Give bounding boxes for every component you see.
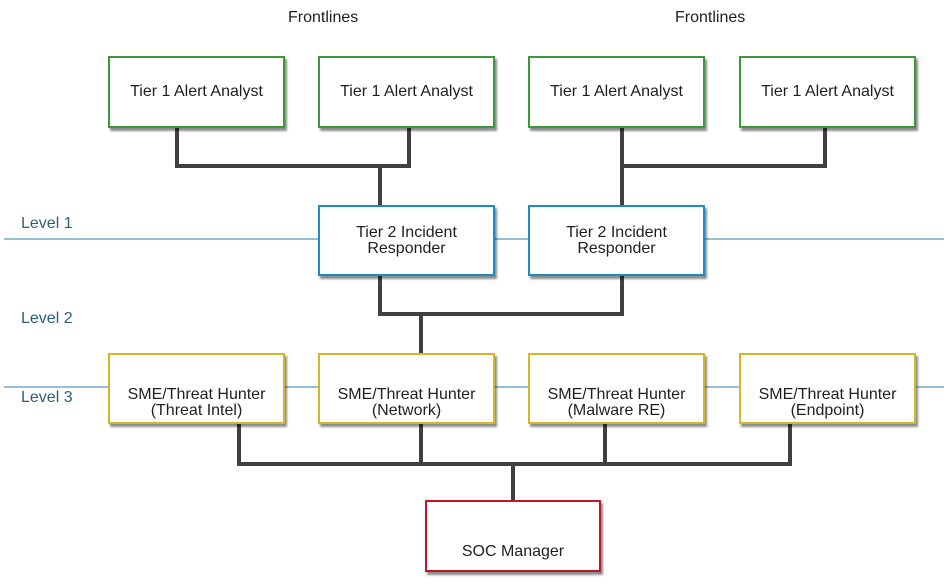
tier2-label-line2: Responder bbox=[367, 239, 446, 257]
sme-label-line2: (Endpoint) bbox=[790, 402, 865, 419]
sme-threat-hunter-box: SME/Threat Hunter (Network) bbox=[318, 353, 495, 424]
tier2-label-line2: Responder bbox=[577, 239, 656, 257]
sme-threat-hunter-box: SME/Threat Hunter (Endpoint) bbox=[739, 353, 916, 424]
tier1-label: Tier 1 Alert Analyst bbox=[550, 83, 683, 100]
tier1-alert-analyst-box: Tier 1 Alert Analyst bbox=[528, 56, 705, 128]
tier1-alert-analyst-box: Tier 1 Alert Analyst bbox=[318, 56, 495, 128]
tier2-label-line1: Tier 2 Incident bbox=[356, 223, 457, 241]
sme-label-line2: (Network) bbox=[371, 402, 442, 419]
level-1-label: Level 1 bbox=[21, 215, 73, 232]
sme-label-line1: SME/Threat Hunter bbox=[337, 386, 476, 403]
level-2-label: Level 2 bbox=[21, 310, 73, 327]
sme-label-line1: SME/Threat Hunter bbox=[758, 386, 897, 403]
soc-manager-box: SOC Manager bbox=[425, 500, 601, 572]
sme-label-line1: SME/Threat Hunter bbox=[547, 386, 686, 403]
frontlines-label-right: Frontlines bbox=[675, 9, 746, 26]
sme-threat-hunter-box: SME/Threat Hunter (Threat Intel) bbox=[108, 353, 285, 424]
sme-label-line2: (Malware RE) bbox=[567, 402, 666, 419]
tier2-incident-responder-box: Tier 2 Incident Responder bbox=[528, 205, 705, 276]
connector-tier2 bbox=[378, 276, 624, 316]
sme-label-line1: SME/Threat Hunter bbox=[127, 386, 266, 403]
connector-tier1-left bbox=[175, 128, 411, 168]
tier1-label: Tier 1 Alert Analyst bbox=[761, 83, 894, 100]
tier1-alert-analyst-box: Tier 1 Alert Analyst bbox=[108, 56, 285, 128]
tier1-label: Tier 1 Alert Analyst bbox=[340, 83, 473, 100]
tier1-alert-analyst-box: Tier 1 Alert Analyst bbox=[739, 56, 916, 128]
level-3-label: Level 3 bbox=[21, 389, 73, 406]
connector-tier1-right bbox=[620, 128, 827, 168]
frontlines-label-left: Frontlines bbox=[288, 9, 359, 26]
connector-sme bbox=[237, 424, 792, 466]
tier1-label: Tier 1 Alert Analyst bbox=[130, 83, 263, 100]
soc-manager-label: SOC Manager bbox=[461, 543, 565, 560]
tier2-label-line1: Tier 2 Incident bbox=[566, 223, 667, 241]
tier2-incident-responder-box: Tier 2 Incident Responder bbox=[318, 205, 495, 276]
sme-threat-hunter-box: SME/Threat Hunter (Malware RE) bbox=[528, 353, 705, 424]
sme-label-line2: (Threat Intel) bbox=[150, 402, 243, 419]
